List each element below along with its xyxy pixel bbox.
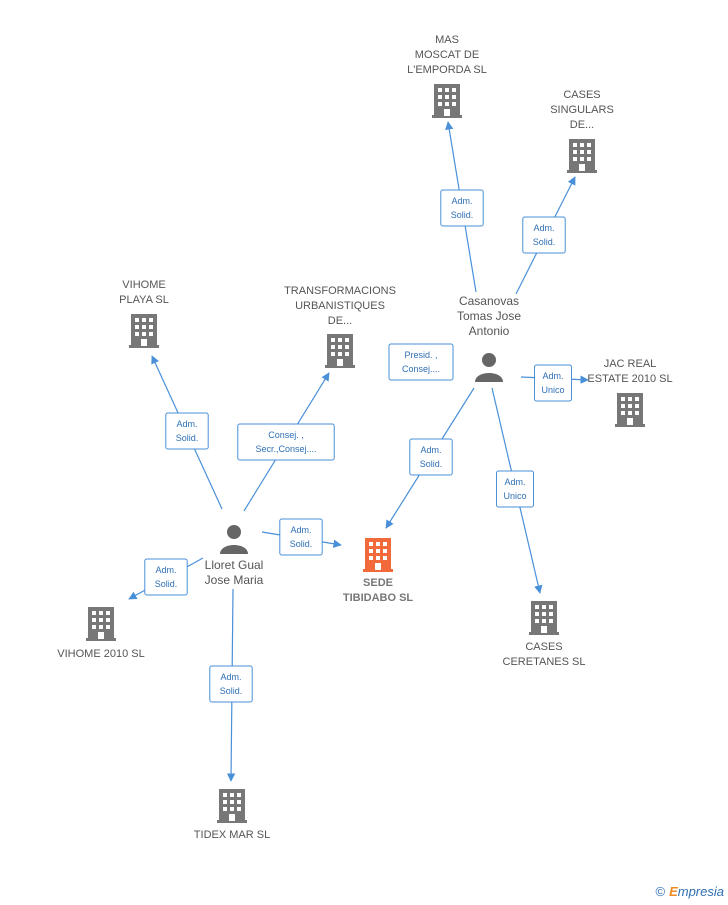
- node-label-line: CASES: [563, 89, 600, 101]
- node-label-line: TRANSFORMACIONS: [284, 285, 396, 297]
- node-label-line: SEDE: [363, 577, 393, 589]
- edge-label-text: Solid.: [420, 459, 443, 469]
- company-node-sede[interactable]: SEDE TIBIDABO SL: [343, 538, 414, 604]
- node-label-line: SINGULARS: [550, 104, 614, 116]
- edge-label-lloret-to-sede[interactable]: Adm. Solid.: [279, 518, 323, 556]
- person-icon: [475, 353, 503, 382]
- node-label-line: TIBIDABO SL: [343, 592, 414, 604]
- company-node-jac[interactable]: JAC REAL ESTATE 2010 SL: [587, 358, 673, 427]
- node-label-line: PLAYA SL: [119, 294, 169, 306]
- edge-label-text: Adm.: [504, 477, 525, 487]
- node-label-line: Casanovas: [459, 294, 519, 308]
- node-label-line: TIDEX MAR SL: [194, 829, 270, 841]
- building-icon: [615, 393, 645, 427]
- node-label-line: MAS: [435, 34, 459, 46]
- node-label-line: CERETANES SL: [503, 656, 586, 668]
- brand-name: mpresia: [677, 884, 724, 899]
- company-node-cases_sing[interactable]: CASES SINGULARS DE...: [550, 89, 614, 173]
- edge-label-text: Consej. ,: [268, 430, 304, 440]
- node-label-line: Antonio: [469, 324, 510, 338]
- edge-label-text: Adm.: [155, 565, 176, 575]
- company-node-transf[interactable]: TRANSFORMACIONS URBANISTIQUES DE...: [284, 285, 396, 368]
- edge-label-text: Secr.,Consej....: [255, 444, 316, 454]
- node-label-line: L'EMPORDA SL: [407, 64, 487, 76]
- edge-label-casanovas-to-cases_cer[interactable]: Adm. Unico: [496, 470, 534, 508]
- building-icon: [432, 84, 462, 118]
- building-icon: [529, 601, 559, 635]
- node-label-line: DE...: [570, 119, 594, 131]
- edge-label-casanovas-to-sede[interactable]: Adm. Solid.: [409, 438, 453, 476]
- edge-label-text: Consej....: [402, 364, 440, 374]
- edge-label-text: Adm.: [420, 445, 441, 455]
- edge-label-text: Adm.: [542, 371, 563, 381]
- node-label-line: CASES: [525, 641, 562, 653]
- company-node-cases_cer[interactable]: CASES CERETANES SL: [503, 601, 586, 668]
- footer-brand[interactable]: ©Empresia: [655, 884, 724, 899]
- edge-label-lloret-to-transf[interactable]: Consej. , Secr.,Consej....: [237, 423, 335, 461]
- node-label-line: DE...: [328, 315, 352, 327]
- node-label-line: Tomas Jose: [457, 309, 521, 323]
- edge-label-text: Presid. ,: [404, 350, 437, 360]
- edge-label-lloret-to-vihome_playa[interactable]: Adm. Solid.: [165, 412, 209, 450]
- edge-label-text: Solid.: [220, 686, 243, 696]
- edge-label-text: Adm.: [220, 672, 241, 682]
- building-icon: [86, 607, 116, 641]
- node-label-line: MOSCAT DE: [415, 49, 479, 61]
- edge-label-text: Adm.: [533, 223, 554, 233]
- edge-label-text: Solid.: [451, 210, 474, 220]
- node-label-line: URBANISTIQUES: [295, 300, 385, 312]
- edge-label-text: Adm.: [176, 419, 197, 429]
- copyright-icon: ©: [655, 884, 666, 899]
- edge-label-lloret-to-tidex[interactable]: Adm. Solid.: [209, 665, 253, 703]
- company-node-tidex[interactable]: TIDEX MAR SL: [194, 789, 270, 841]
- edge-label-text: Solid.: [155, 579, 178, 589]
- edge-label-text: Solid.: [533, 237, 556, 247]
- edge-label-text: Unico: [541, 385, 564, 395]
- node-label-line: JAC REAL: [604, 358, 657, 370]
- edges-layer: [128, 121, 589, 782]
- building-icon: [325, 334, 355, 368]
- node-label-line: VIHOME 2010 SL: [57, 648, 144, 660]
- edge-label-casanovas-to-mas[interactable]: Adm. Solid.: [440, 189, 484, 227]
- building-icon: [363, 538, 393, 572]
- edge-label-text: Solid.: [176, 433, 199, 443]
- company-node-mas[interactable]: MAS MOSCAT DE L'EMPORDA SL: [407, 34, 487, 118]
- node-label-line: VIHOME: [122, 279, 165, 291]
- edge-label-text: Solid.: [290, 539, 313, 549]
- company-node-vihome_playa[interactable]: VIHOME PLAYA SL: [119, 279, 169, 348]
- edge-label-text: Adm.: [451, 196, 472, 206]
- building-icon: [567, 139, 597, 173]
- edge-label-casanovas-to-cases_sing[interactable]: Adm. Solid.: [522, 216, 566, 254]
- edge-label-lloret-to-vihome2010[interactable]: Adm. Solid.: [144, 558, 188, 596]
- edge-labels-layer: Adm.Solid.Adm.Solid.Adm.UnicoAdm.UnicoAd…: [144, 189, 572, 703]
- person-icon: [220, 525, 248, 554]
- edge-label-casanovas-to-jac[interactable]: Adm. Unico: [534, 364, 572, 402]
- edge-label-casanovas-to-transf[interactable]: Presid. , Consej....: [388, 343, 454, 381]
- node-label-line: ESTATE 2010 SL: [587, 373, 672, 385]
- company-node-vihome2010[interactable]: VIHOME 2010 SL: [57, 607, 145, 660]
- node-label-line: Lloret Gual: [205, 558, 264, 572]
- brand-initial: E: [669, 884, 678, 899]
- edge-label-text: Unico: [503, 491, 526, 501]
- building-icon: [217, 789, 247, 823]
- node-label-line: Jose Maria: [205, 573, 264, 587]
- building-icon: [129, 314, 159, 348]
- edge-label-text: Adm.: [290, 525, 311, 535]
